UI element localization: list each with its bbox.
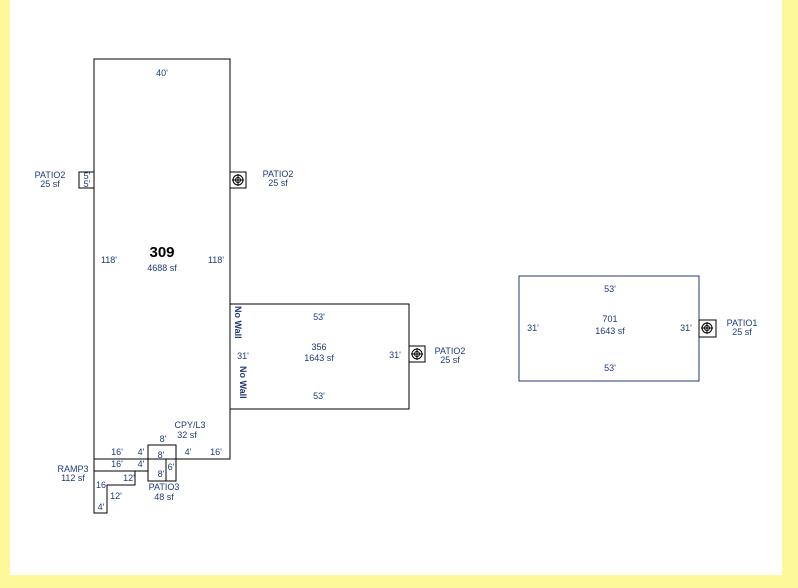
dim-356-bottom: 53' bbox=[313, 391, 325, 401]
dim-701-bottom: 53' bbox=[604, 363, 616, 373]
dim-bottom-16c: 16' bbox=[111, 459, 123, 469]
dim-main-top: 40' bbox=[156, 68, 168, 78]
patio2-356-name: PATIO2 bbox=[435, 346, 466, 356]
patio3-outline[interactable] bbox=[147, 444, 177, 482]
patio-target-icon bbox=[701, 322, 713, 334]
dim-bottom-6: 6' bbox=[168, 462, 175, 472]
dim-701-left: 31' bbox=[527, 323, 539, 333]
dim-356-right: 31' bbox=[389, 350, 401, 360]
dim-bottom-12a: 12' bbox=[123, 473, 135, 483]
dim-bottom-16b: 16' bbox=[210, 447, 222, 457]
dim-356-top: 53' bbox=[313, 312, 325, 322]
patio2-356-outline[interactable] bbox=[408, 345, 426, 363]
patio2-right-outline[interactable] bbox=[229, 171, 247, 189]
area-309-label: 309 bbox=[149, 244, 174, 261]
dim-356-left: 31' bbox=[237, 351, 249, 361]
dim-patio2-left-h: 5' bbox=[84, 179, 91, 189]
patio2-right-name: PATIO2 bbox=[263, 169, 294, 179]
dim-bottom-16a: 16' bbox=[111, 447, 123, 457]
ramp3-name: RAMP3 bbox=[57, 464, 88, 474]
area-356-label: 356 bbox=[311, 342, 326, 352]
area-701-sf: 1643 sf bbox=[595, 326, 625, 336]
patio1-outline[interactable] bbox=[698, 319, 717, 338]
patio2-left-sf: 25 sf bbox=[40, 179, 60, 189]
dim-bottom-4b: 4' bbox=[185, 447, 192, 457]
patio1-name: PATIO1 bbox=[727, 318, 758, 328]
patio3-name: PATIO3 bbox=[149, 482, 180, 492]
patio2-left-name: PATIO2 bbox=[35, 170, 66, 180]
dim-bottom-8c: 8' bbox=[158, 469, 165, 479]
dim-701-top: 53' bbox=[604, 284, 616, 294]
dim-bottom-4c: 4' bbox=[138, 459, 145, 469]
dim-bottom-8a: 8' bbox=[160, 434, 167, 444]
canopy-name: CPY/L3 bbox=[174, 420, 205, 430]
dim-patio2-left-w: 5' bbox=[84, 171, 91, 181]
dim-bottom-8b: 8' bbox=[158, 450, 165, 460]
patio2-356-sf: 25 sf bbox=[440, 355, 460, 365]
dim-bottom-4a: 4' bbox=[138, 447, 145, 457]
dim-bottom-4d: 4' bbox=[98, 502, 105, 512]
floor-plan-diagram: 40' 309 4688 sf 118' 118' 5' 5' PATIO2 2… bbox=[35, 58, 758, 514]
area-356-sf: 1643 sf bbox=[304, 353, 334, 363]
area-701-label: 701 bbox=[602, 314, 617, 324]
dim-main-left: 118' bbox=[101, 255, 117, 265]
sketch-canvas: 40' 309 4688 sf 118' 118' 5' 5' PATIO2 2… bbox=[10, 0, 782, 575]
dim-main-right: 118' bbox=[208, 255, 224, 265]
patio2-left-outline[interactable] bbox=[78, 171, 95, 189]
patio2-right-sf: 25 sf bbox=[268, 178, 288, 188]
patio1-sf: 25 sf bbox=[732, 327, 752, 337]
canopy-sf: 32 sf bbox=[177, 430, 197, 440]
area-309-sf: 4688 sf bbox=[147, 263, 177, 273]
no-wall-label-1: No Wall bbox=[233, 306, 243, 339]
ramp3-sf: 112 sf bbox=[61, 473, 85, 483]
dim-bottom-12b: 12' bbox=[110, 491, 122, 501]
no-wall-label-2: No Wall bbox=[238, 366, 248, 399]
patio3-sf: 48 sf bbox=[154, 492, 174, 502]
patio-target-icon bbox=[411, 348, 423, 360]
dim-bottom-16d: 16 bbox=[96, 480, 106, 490]
dim-701-right: 31' bbox=[680, 323, 692, 333]
patio-target-icon bbox=[232, 174, 244, 186]
